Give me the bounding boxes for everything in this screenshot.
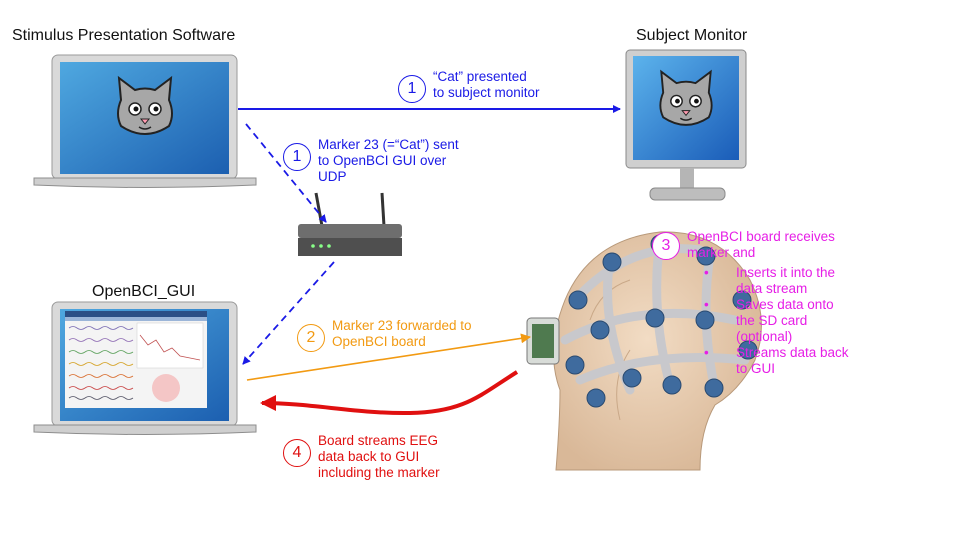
- laptop-icon: [33, 301, 257, 435]
- step-number-badge: 2: [297, 324, 325, 352]
- step-number-badge: 1: [398, 75, 426, 103]
- arrow-gui-to-board: [246, 333, 531, 381]
- cat-face-icon: [117, 75, 173, 135]
- bullet-item: • Inserts it into the data stream: [704, 265, 849, 297]
- label-line: marker and: [687, 245, 756, 260]
- arrow-board-to-gui: [260, 370, 519, 416]
- step3-bullet-list: • Inserts it into the data stream • Save…: [704, 265, 849, 377]
- step-number-badge: 1: [283, 143, 311, 171]
- label-line: to GUI: [736, 361, 776, 376]
- label-line: data back to GUI: [318, 449, 420, 464]
- label-line: “Cat” presented: [433, 69, 527, 84]
- label-line: the SD card: [736, 313, 808, 328]
- label-line: Marker 23 (=“Cat”) sent: [318, 137, 459, 152]
- step4-label: Board streams EEG data back to GUI inclu…: [318, 433, 440, 481]
- label-line: to OpenBCI GUI over: [318, 153, 447, 168]
- router-icon: [298, 192, 402, 256]
- label-line: Streams data back: [736, 345, 849, 360]
- step2-label: Marker 23 forwarded to OpenBCI board: [332, 318, 472, 350]
- gui-title: OpenBCI_GUI: [92, 283, 196, 300]
- step1a-label: “Cat” presented to subject monitor: [433, 69, 540, 101]
- label-line: Board streams EEG: [318, 433, 439, 448]
- label-line: Marker 23 forwarded to: [332, 318, 472, 333]
- label-line: to subject monitor: [433, 85, 540, 100]
- label-line: OpenBCI board: [332, 334, 426, 349]
- label-line: data stream: [736, 281, 808, 296]
- step1b-label: Marker 23 (=“Cat”) sent to OpenBCI GUI o…: [318, 137, 459, 185]
- arrow-marker-to-router: [245, 123, 327, 223]
- bullet-item: • Streams data back to GUI: [704, 345, 849, 377]
- label-line: Inserts it into the: [736, 265, 836, 280]
- step-number-badge: 4: [283, 439, 311, 467]
- label-line: OpenBCI board receives: [687, 229, 835, 244]
- label-line: including the marker: [318, 465, 440, 480]
- arrow-router-to-gui: [242, 261, 335, 365]
- step-number-badge: 3: [652, 232, 680, 260]
- cat-face-icon: [659, 69, 713, 126]
- bullet-dot: •: [704, 297, 709, 312]
- label-line: Saves data onto: [736, 297, 834, 312]
- subject-monitor-title: Subject Monitor: [636, 27, 748, 44]
- label-line: UDP: [318, 169, 347, 184]
- bullet-dot: •: [704, 345, 709, 360]
- label-line: (optional): [736, 329, 793, 344]
- stimulus-software-title: Stimulus Presentation Software: [12, 27, 236, 44]
- eeg-headset-icon: [526, 231, 762, 471]
- bullet-item: • Saves data onto the SD card (optional): [704, 297, 849, 345]
- step3-label: OpenBCI board receives marker and: [687, 229, 835, 261]
- bullet-dot: •: [704, 265, 709, 280]
